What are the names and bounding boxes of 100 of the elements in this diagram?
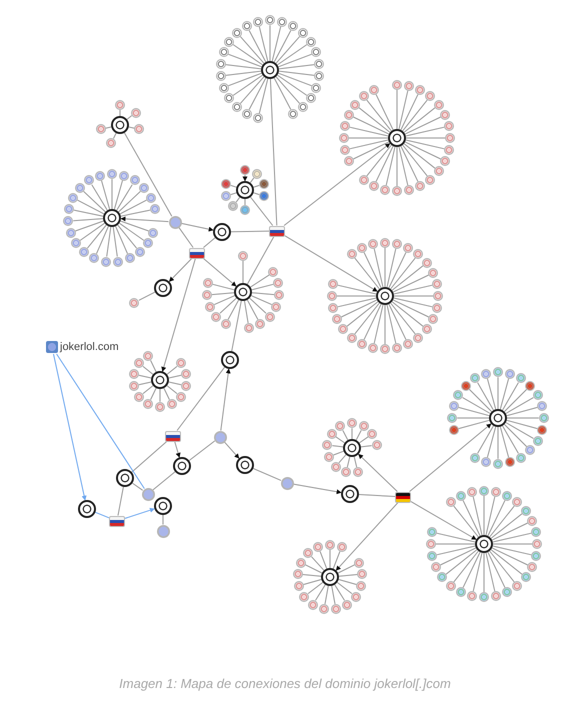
app-icon: [240, 205, 250, 215]
connector-line: [132, 482, 144, 491]
connector-line: [320, 550, 328, 570]
connector-line: [250, 196, 274, 226]
connector-line: [486, 426, 496, 458]
file-icon: [238, 250, 248, 261]
connector-line: [400, 94, 418, 130]
globe-icon: [107, 169, 117, 180]
image-icon: [437, 572, 448, 582]
file-icon: [335, 421, 346, 432]
file-icon: [368, 181, 379, 192]
file-icon: [326, 291, 337, 301]
globe-icon: [68, 192, 78, 203]
connector-line: [386, 304, 396, 344]
hub-node-icon: [475, 535, 493, 553]
image-icon: [531, 527, 542, 538]
image-icon: [453, 390, 464, 400]
image-icon: [490, 486, 501, 497]
connector-line: [252, 468, 282, 481]
image-icon: [516, 452, 526, 463]
image-icon: [426, 550, 437, 561]
connector-line: [276, 44, 308, 66]
globe-icon: [142, 238, 153, 248]
connector-line: [384, 247, 386, 288]
file-icon: [292, 569, 303, 579]
connector-line: [386, 248, 396, 288]
connector-line: [453, 506, 479, 538]
file-icon: [392, 238, 402, 249]
hub-node-icon: [343, 439, 361, 457]
globe-icon: [156, 524, 170, 538]
connector-line: [504, 388, 528, 412]
image-icon: [456, 490, 466, 501]
connector-line: [352, 141, 390, 160]
file-icon: [428, 268, 438, 278]
file-icon: [176, 392, 186, 402]
arrow: [120, 216, 169, 222]
connector-line: [376, 146, 394, 182]
flag-icon: [165, 430, 181, 442]
connector-line: [462, 397, 491, 414]
flag-icon: [269, 226, 285, 236]
connector-line: [440, 547, 476, 566]
file-icon: [134, 392, 144, 402]
connector-line: [249, 298, 266, 314]
connector-line: [304, 564, 322, 574]
file-icon: [336, 542, 347, 552]
file-icon: [358, 91, 369, 102]
domain-label: jokerlol.com: [60, 340, 119, 354]
file-icon: [181, 380, 192, 391]
file-icon: [415, 84, 426, 95]
connector-line: [242, 260, 244, 284]
connector-line: [490, 549, 522, 575]
file-icon: [204, 302, 215, 312]
file-icon: [276, 16, 287, 27]
hub-node-icon: [236, 456, 254, 474]
image-icon: [446, 497, 456, 508]
connector-line: [458, 420, 490, 430]
file-icon: [432, 279, 442, 290]
hub-node-icon: [489, 409, 507, 427]
file-icon: [202, 290, 212, 300]
connector-line: [168, 374, 182, 378]
file-icon: [368, 238, 378, 249]
connector-line: [315, 584, 326, 601]
connector-line: [492, 522, 528, 541]
file-icon: [242, 21, 252, 32]
connector-line: [500, 378, 510, 410]
globe-icon: [71, 238, 82, 248]
image-icon: [525, 380, 536, 391]
connector-line: [376, 94, 394, 130]
file-icon: [176, 358, 186, 368]
connector-line: [188, 440, 216, 461]
connector-line: [302, 574, 322, 577]
connector-line: [228, 72, 262, 86]
connector-line: [230, 230, 270, 232]
flag-icon: [109, 516, 125, 526]
connector-line: [115, 226, 128, 254]
arrow: [203, 258, 237, 287]
hub-node-icon: [236, 181, 254, 199]
file-icon: [265, 15, 275, 26]
file-icon: [413, 249, 424, 260]
connector-line: [346, 301, 378, 327]
connector-line: [338, 564, 356, 574]
connector-line: [486, 552, 496, 592]
file-icon: [367, 428, 378, 439]
file-icon: [216, 70, 226, 81]
file-icon: [328, 302, 338, 313]
file-icon: [224, 93, 234, 104]
file-icon: [422, 258, 432, 268]
image-icon: [426, 527, 437, 538]
file-icon: [350, 592, 361, 602]
connector-line: [337, 284, 377, 294]
globe-icon: [214, 430, 226, 444]
connector-line: [168, 382, 182, 386]
hub-node-icon: [376, 287, 394, 305]
connector-line: [150, 360, 157, 372]
globe-icon: [134, 247, 145, 258]
file-icon: [346, 249, 357, 260]
file-icon: [440, 110, 450, 120]
connector-line: [56, 354, 145, 490]
hub-node-icon: [221, 351, 239, 369]
file-icon: [155, 402, 165, 412]
